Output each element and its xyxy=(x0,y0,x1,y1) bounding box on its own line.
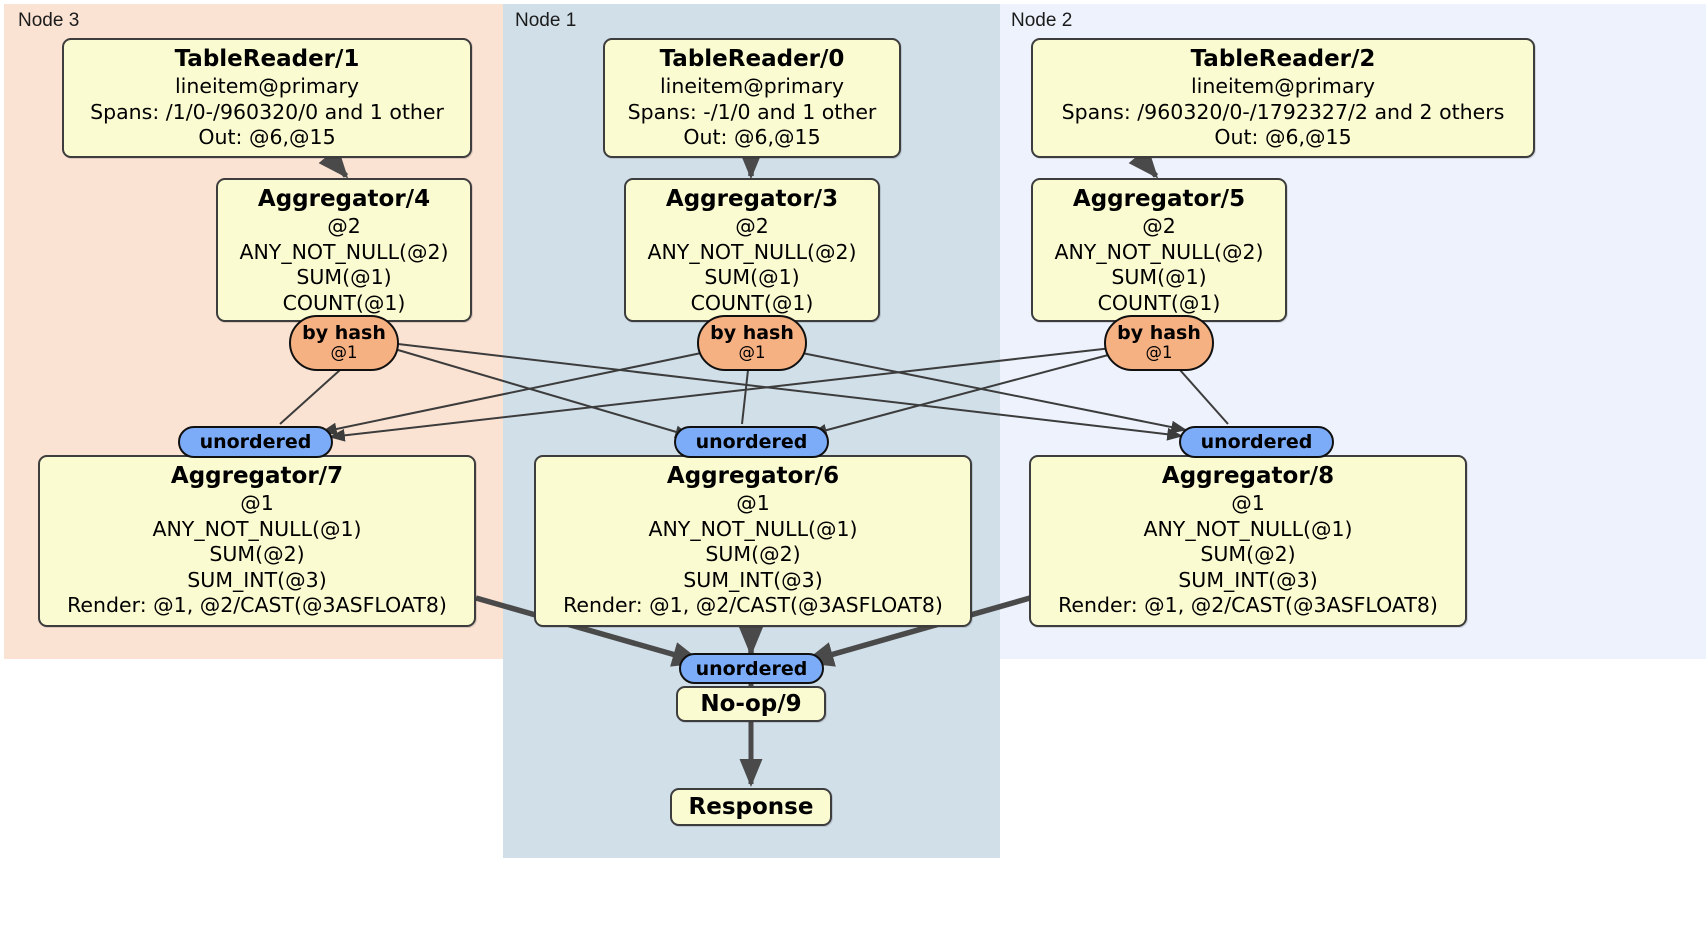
processor-box-noop9[interactable]: No-op/9 xyxy=(676,686,826,722)
processor-box-tablereader1[interactable]: TableReader/1 lineitem@primary Spans: /1… xyxy=(62,38,472,158)
router-column: @1 xyxy=(330,343,358,362)
processor-detail-line: Render: @1, @2/CAST(@3ASFLOAT8) xyxy=(563,593,943,617)
processor-detail-line: Out: @6,@15 xyxy=(198,125,336,149)
unordered-synchronizer-left[interactable]: unordered xyxy=(178,426,333,458)
processor-detail-line: Spans: /960320/0-/1792327/2 and 2 others xyxy=(1061,99,1505,124)
processor-detail-line: Out: @6,@15 xyxy=(1214,125,1352,149)
unordered-synchronizer-right[interactable]: unordered xyxy=(1179,426,1334,458)
processor-detail-line: @2 xyxy=(1142,214,1176,238)
processor-detail-line: SUM(@2) xyxy=(705,542,801,566)
processor-detail-line: lineitem@primary xyxy=(659,74,845,98)
synchronizer-label: unordered xyxy=(695,431,808,453)
processor-box-tablereader0[interactable]: TableReader/0 lineitem@primary Spans: -/… xyxy=(603,38,901,158)
hash-router-left[interactable]: by hash @1 xyxy=(289,315,399,371)
processor-box-aggregator7[interactable]: Aggregator/7 @1 ANY_NOT_NULL(@1) SUM(@2)… xyxy=(38,455,476,627)
processor-title: TableReader/0 xyxy=(659,46,845,72)
node-panel-label-node2: Node 2 xyxy=(1011,10,1073,31)
router-column: @1 xyxy=(738,343,766,362)
node-panel-label-node3: Node 3 xyxy=(18,10,80,31)
processor-title: Aggregator/5 xyxy=(1072,186,1246,212)
processor-detail-line: ANY_NOT_NULL(@2) xyxy=(1054,239,1264,264)
node-panel-label-node1: Node 1 xyxy=(515,10,577,31)
processor-detail-line: ANY_NOT_NULL(@2) xyxy=(239,239,449,264)
processor-title: Response xyxy=(688,794,814,820)
processor-detail-line: SUM(@1) xyxy=(296,265,392,289)
processor-detail-line: SUM_INT(@3) xyxy=(1178,567,1318,592)
processor-box-tablereader2[interactable]: TableReader/2 lineitem@primary Spans: /9… xyxy=(1031,38,1535,158)
processor-detail-line: Out: @6,@15 xyxy=(683,125,821,149)
processor-box-aggregator4[interactable]: Aggregator/4 @2 ANY_NOT_NULL(@2) SUM(@1)… xyxy=(216,178,472,322)
processor-detail-line: SUM(@2) xyxy=(209,542,305,566)
processor-box-aggregator8[interactable]: Aggregator/8 @1 ANY_NOT_NULL(@1) SUM(@2)… xyxy=(1029,455,1467,627)
synchronizer-label: unordered xyxy=(1200,431,1313,453)
router-label: by hash xyxy=(710,322,794,344)
processor-detail-line: SUM(@2) xyxy=(1200,542,1296,566)
hash-router-center[interactable]: by hash @1 xyxy=(697,315,807,371)
processor-detail-line: ANY_NOT_NULL(@2) xyxy=(647,239,857,264)
processor-detail-line: Spans: /1/0-/960320/0 and 1 other xyxy=(90,99,444,124)
processor-detail-line: COUNT(@1) xyxy=(1097,290,1221,315)
processor-detail-line: SUM_INT(@3) xyxy=(187,567,327,592)
router-label: by hash xyxy=(302,322,386,344)
processor-detail-line: Render: @1, @2/CAST(@3ASFLOAT8) xyxy=(1058,593,1438,617)
processor-title: Aggregator/4 xyxy=(257,186,431,212)
processor-box-aggregator5[interactable]: Aggregator/5 @2 ANY_NOT_NULL(@2) SUM(@1)… xyxy=(1031,178,1287,322)
processor-detail-line: SUM(@1) xyxy=(1111,265,1207,289)
processor-detail-line: ANY_NOT_NULL(@1) xyxy=(1143,516,1353,541)
processor-detail-line: @2 xyxy=(327,214,361,238)
processor-detail-line: SUM(@1) xyxy=(704,265,800,289)
processor-detail-line: lineitem@primary xyxy=(174,74,360,98)
processor-detail-line: SUM_INT(@3) xyxy=(683,567,823,592)
processor-detail-line: @1 xyxy=(240,491,274,515)
processor-detail-line: Render: @1, @2/CAST(@3ASFLOAT8) xyxy=(67,593,447,617)
processor-detail-line: ANY_NOT_NULL(@1) xyxy=(648,516,858,541)
processor-box-aggregator3[interactable]: Aggregator/3 @2 ANY_NOT_NULL(@2) SUM(@1)… xyxy=(624,178,880,322)
hash-router-right[interactable]: by hash @1 xyxy=(1104,315,1214,371)
processor-detail-line: COUNT(@1) xyxy=(690,290,814,315)
processor-detail-line: lineitem@primary xyxy=(1190,74,1376,98)
unordered-synchronizer-final[interactable]: unordered xyxy=(679,653,824,684)
processor-detail-line: @1 xyxy=(736,491,770,515)
router-column: @1 xyxy=(1145,343,1173,362)
unordered-synchronizer-center[interactable]: unordered xyxy=(674,426,829,458)
processor-title: TableReader/2 xyxy=(1190,46,1376,72)
processor-title: Aggregator/6 xyxy=(666,463,840,489)
processor-detail-line: @1 xyxy=(1231,491,1265,515)
processor-title: No-op/9 xyxy=(700,691,802,717)
router-label: by hash xyxy=(1117,322,1201,344)
processor-title: Aggregator/3 xyxy=(665,186,839,212)
processor-detail-line: COUNT(@1) xyxy=(282,290,406,315)
processor-detail-line: ANY_NOT_NULL(@1) xyxy=(152,516,362,541)
processor-title: Aggregator/7 xyxy=(170,463,344,489)
processor-title: Aggregator/8 xyxy=(1161,463,1335,489)
processor-box-aggregator6[interactable]: Aggregator/6 @1 ANY_NOT_NULL(@1) SUM(@2)… xyxy=(534,455,972,627)
synchronizer-label: unordered xyxy=(199,431,312,453)
processor-title: TableReader/1 xyxy=(174,46,360,72)
processor-detail-line: @2 xyxy=(735,214,769,238)
processor-detail-line: Spans: -/1/0 and 1 other xyxy=(627,99,877,124)
synchronizer-label: unordered xyxy=(695,657,808,680)
processor-box-response[interactable]: Response xyxy=(670,788,832,826)
